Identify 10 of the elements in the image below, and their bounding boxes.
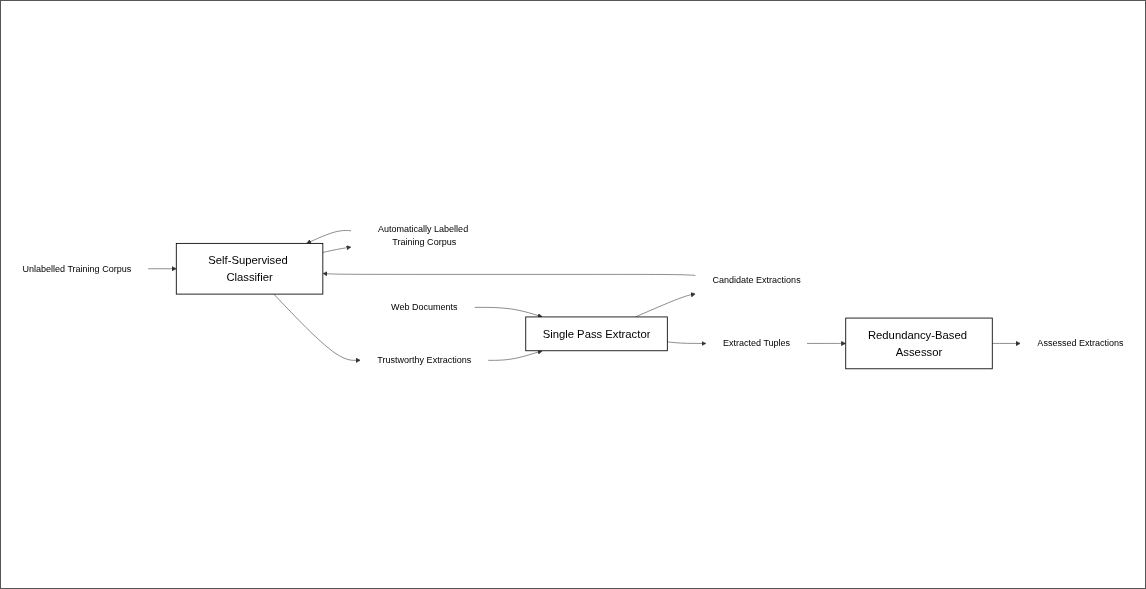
node-box: Redundancy-Based Assessor (845, 317, 993, 370)
node-text: Extracted Tuples (722, 338, 791, 348)
node-text: Unlabelled Training Corpus (22, 263, 132, 274)
node-box: Self-Supervised Classifier (175, 242, 324, 295)
node-text: Trustworthy Extractions (377, 355, 472, 365)
node-text: Assessed Extractions (1037, 338, 1124, 348)
node-text: Candidate Extractions (712, 274, 801, 285)
node-text: Automatically Labelled Training Corpus (377, 223, 469, 247)
node-text: Web Documents (391, 302, 458, 312)
node-box: Single Pass Extractor (525, 316, 668, 352)
